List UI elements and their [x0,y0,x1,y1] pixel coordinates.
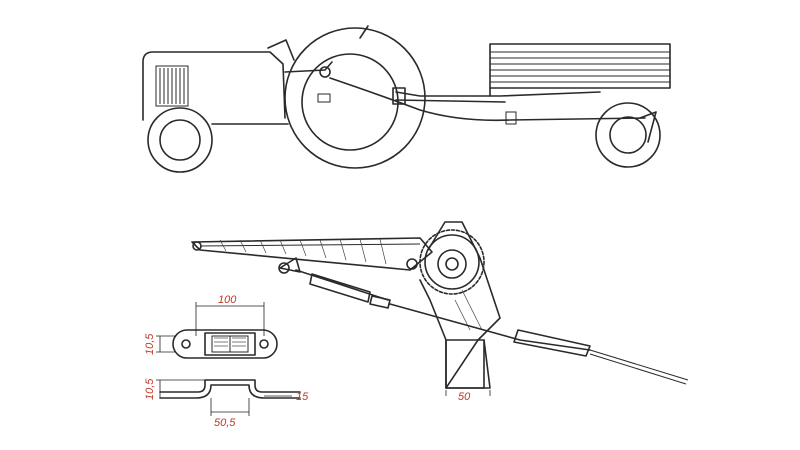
brake-lever [284,61,333,103]
ratchet-wheel [419,229,485,295]
trailer-wheel [595,102,661,168]
plate-side-view [159,379,301,399]
grille [155,65,189,107]
tractor [142,25,426,173]
trailer [392,43,671,168]
brake-cable [329,77,646,122]
trailer-box [489,43,671,97]
dim-flange: 15 [296,391,309,403]
dim-plate-height: 10,5 [144,333,156,355]
dim-bend-width: 50,5 [214,417,236,429]
turnbuckle [278,257,391,309]
plate-top-view [172,329,278,359]
dim-plate-length: 100 [218,294,237,306]
bracket [419,221,501,389]
rear-wheel [284,27,426,169]
dim-bend-height: 10,5 [144,378,156,400]
front-wheel [147,107,213,173]
dim-bracket-width: 50 [458,391,471,403]
cable [389,303,689,385]
dimension-lines [156,302,491,416]
lever-arm [191,237,433,271]
lever-detail [191,221,689,389]
